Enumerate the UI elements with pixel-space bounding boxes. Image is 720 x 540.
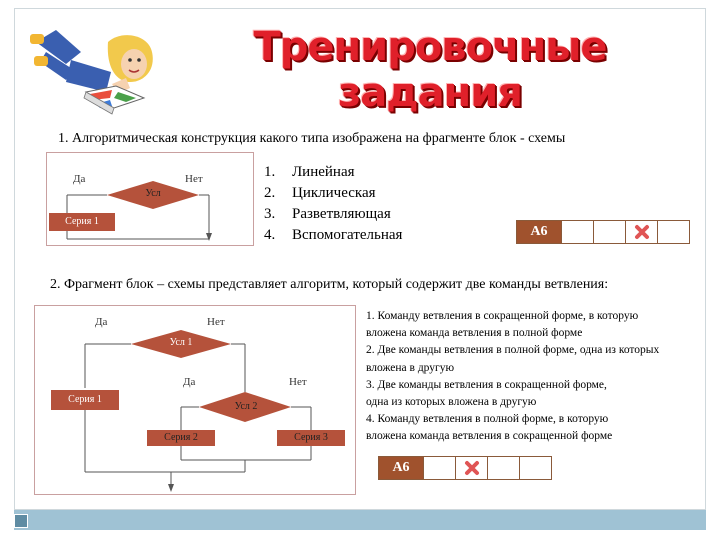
q2-option-1-line-2[interactable]: вложена команда ветвления в полной форме: [366, 327, 583, 340]
q2-series-2-box: Серия 2: [147, 430, 215, 446]
q1-option-4[interactable]: 4.Вспомогательная: [264, 227, 403, 243]
q2-condition-2-label: Усл 2: [234, 401, 258, 412]
question-2-options: 1. Команду ветвления в сокращенной форме…: [366, 308, 720, 446]
q2-no-2-label: Нет: [289, 376, 307, 388]
q2-series-1-box: Серия 1: [51, 390, 119, 410]
q2-option-2-line-1[interactable]: 2. Две команды ветвления в полной форме,…: [366, 344, 660, 357]
q1-series-box: Серия 1: [49, 213, 115, 231]
q2-answer-cell-2[interactable]: [455, 456, 488, 480]
q2-answer-cell-1[interactable]: [423, 456, 456, 480]
question-1-text: 1. Алгоритмическая конструкция какого ти…: [58, 131, 566, 146]
q2-yes-1-label: Да: [95, 316, 108, 328]
q1-option-3[interactable]: 3.Разветвляющая: [264, 206, 391, 222]
q1-condition-label: Усл: [145, 188, 161, 199]
q1-answer-label: А6: [516, 220, 562, 244]
q1-answer-cell-1[interactable]: [561, 220, 594, 244]
footer-square: [14, 514, 28, 528]
girl-reading-book-illustration: [30, 30, 153, 115]
q2-option-2-line-2[interactable]: вложена в другую: [366, 361, 455, 374]
q2-answer-row: А6: [378, 456, 552, 480]
q2-series-3-box: Серия 3: [277, 430, 345, 446]
q2-answer-cell-4[interactable]: [519, 456, 552, 480]
q2-no-1-label: Нет: [207, 316, 225, 328]
q1-yes-label: Да: [73, 173, 86, 185]
q1-option-1[interactable]: 1.Линейная: [264, 164, 355, 180]
q2-yes-2-label: Да: [183, 376, 196, 388]
cross-icon: [634, 225, 649, 239]
q1-answer-cell-3[interactable]: [625, 220, 658, 244]
q2-option-3-line-1[interactable]: 3. Две команды ветвления в сокращенной ф…: [366, 378, 607, 391]
q2-option-4-line-1[interactable]: 4. Команду ветвления в полной форме, в к…: [366, 413, 609, 426]
q2-condition-1-label: Усл 1: [169, 337, 193, 348]
q1-no-label: Нет: [185, 173, 203, 185]
q1-option-2[interactable]: 2.Циклическая: [264, 185, 376, 201]
slide-frame: [14, 8, 706, 510]
q2-answer-cell-3[interactable]: [487, 456, 520, 480]
page-title: Тренировочные задания: [253, 24, 607, 116]
footer-band: [14, 510, 706, 530]
q2-option-3-line-2[interactable]: одна из которых вложена в другую: [366, 396, 537, 409]
q2-series-1-label: Серия 1: [68, 394, 102, 405]
question-1-options: 1.Линейная 2.Циклическая 3.Разветвляющая…: [264, 162, 402, 246]
q1-answer-cell-2[interactable]: [593, 220, 626, 244]
q2-series-3-label: Серия 3: [294, 432, 328, 443]
q2-option-4-line-2[interactable]: вложена команда ветвления в сокращенной …: [366, 430, 613, 443]
question-2-flowchart: Да Нет Усл 1 Да Нет Усл 2 Серия 1 Серия …: [34, 305, 356, 495]
question-1-flowchart: Да Нет Усл Серия 1: [46, 152, 254, 246]
question-2-text: 2. Фрагмент блок – схемы представляет ал…: [50, 277, 609, 292]
q1-series-label: Серия 1: [65, 216, 99, 227]
q1-answer-row: А6: [516, 220, 690, 244]
q2-series-2-label: Серия 2: [164, 432, 198, 443]
q1-answer-cell-4[interactable]: [657, 220, 690, 244]
q2-answer-label: А6: [378, 456, 424, 480]
q2-option-1-line-1[interactable]: 1. Команду ветвления в сокращенной форме…: [366, 310, 639, 322]
cross-icon: [464, 461, 479, 475]
